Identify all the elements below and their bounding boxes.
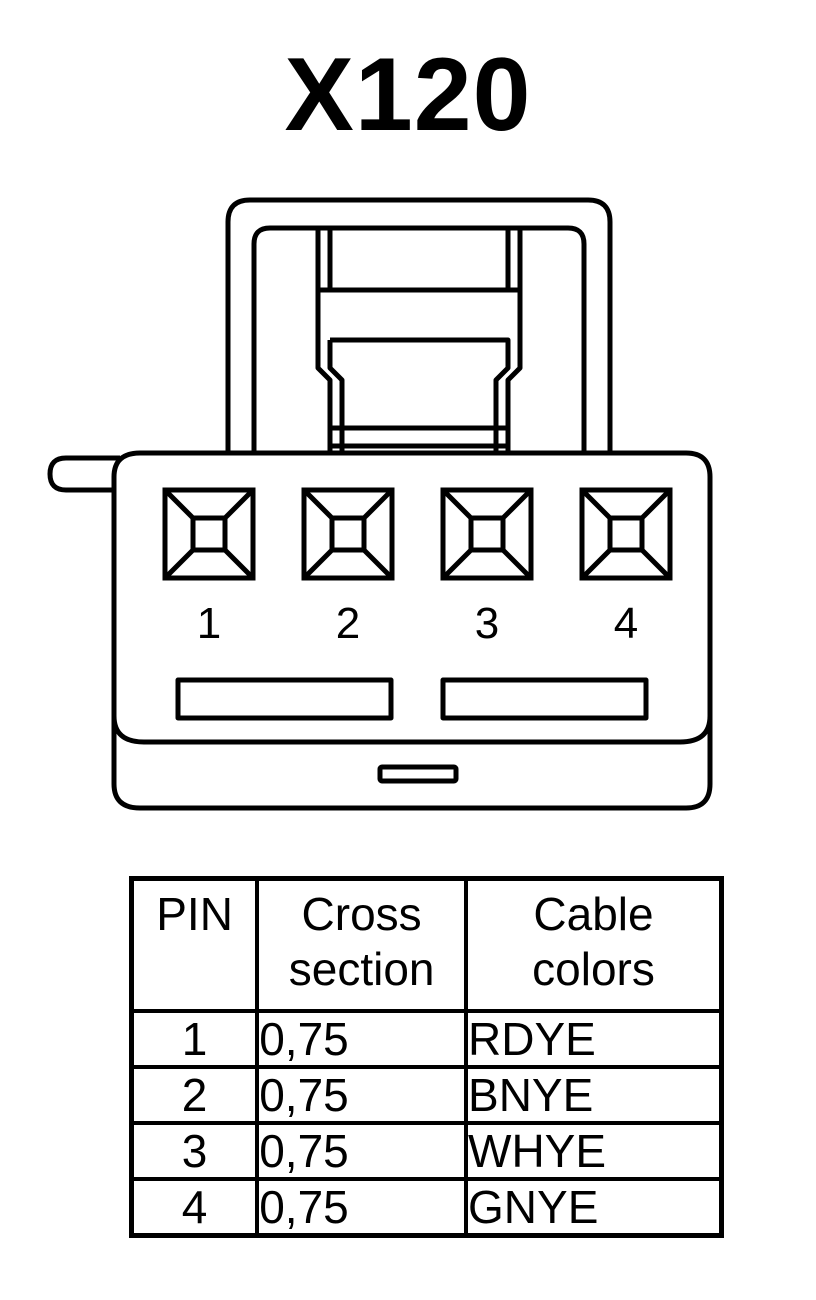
pin-label-3: 3 bbox=[475, 599, 499, 648]
cell-pin: 1 bbox=[129, 1009, 260, 1069]
table-row: 3 0,75 WHYE bbox=[129, 1121, 724, 1181]
connector-title: X120 bbox=[284, 37, 532, 153]
bottom-slot bbox=[377, 764, 459, 784]
table-row: 2 0,75 BNYE bbox=[129, 1065, 724, 1125]
cell-pin: 3 bbox=[129, 1121, 260, 1181]
cell-pin: 2 bbox=[129, 1065, 260, 1125]
cell-cross-section: 0,75 bbox=[255, 1009, 469, 1069]
key-slot-left bbox=[175, 677, 394, 721]
housing-outer bbox=[111, 450, 713, 811]
pin-cavity-1 bbox=[162, 487, 256, 581]
pin-cavity-4 bbox=[579, 487, 673, 581]
pin-cavity-3 bbox=[440, 487, 534, 581]
side-tab bbox=[47, 455, 120, 493]
cell-pin: 4 bbox=[129, 1177, 260, 1238]
housing-face bbox=[111, 715, 713, 745]
cell-cable-color: GNYE bbox=[464, 1177, 724, 1238]
cell-cable-color: RDYE bbox=[464, 1009, 724, 1069]
pin-assignment-table: PIN Cross section Cable colors 1 0,75 RD… bbox=[129, 876, 724, 1238]
cell-cross-section: 0,75 bbox=[255, 1121, 469, 1181]
cell-cable-color: WHYE bbox=[464, 1121, 724, 1181]
latch-tongue bbox=[315, 290, 523, 452]
header-pin: PIN bbox=[129, 876, 260, 1013]
pin-label-4: 4 bbox=[614, 599, 638, 648]
connector-diagram: 1 2 3 4 bbox=[47, 197, 713, 811]
header-cable-colors: Cable colors bbox=[464, 876, 724, 1013]
cell-cross-section: 0,75 bbox=[255, 1065, 469, 1125]
key-slot-right bbox=[440, 677, 649, 721]
header-cross-section: Cross section bbox=[255, 876, 469, 1013]
pin-label-2: 2 bbox=[336, 599, 360, 648]
latch-frame-inner bbox=[251, 225, 587, 452]
table-row: 4 0,75 GNYE bbox=[129, 1177, 724, 1238]
latch-frame-outer bbox=[225, 197, 613, 452]
cell-cross-section: 0,75 bbox=[255, 1177, 469, 1238]
pin-label-1: 1 bbox=[197, 599, 221, 648]
cell-cable-color: BNYE bbox=[464, 1065, 724, 1125]
table-header-row: PIN Cross section Cable colors bbox=[129, 876, 724, 1013]
table-row: 1 0,75 RDYE bbox=[129, 1009, 724, 1069]
pin-cavity-2 bbox=[301, 487, 395, 581]
